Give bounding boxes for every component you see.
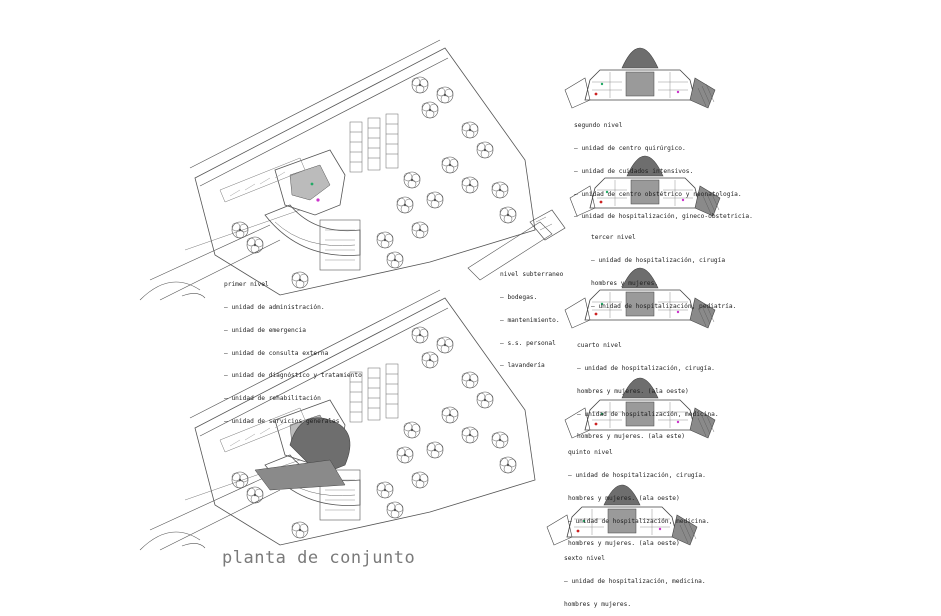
note-title: segundo nivel <box>574 122 623 130</box>
note-title: primer nivel <box>224 281 269 289</box>
note-line: — unidad de centro obstétrico y neonatol… <box>574 190 742 198</box>
note-line: — unidad de hospitalización, cirugía <box>591 256 726 264</box>
note-line: hombres y mujeres. <box>564 600 632 608</box>
note-tercer-nivel: tercer nivel — unidad de hospitalización… <box>591 219 736 318</box>
note-line: — unidad de hospitalización, cirugía. <box>568 471 706 479</box>
note-line: hombres y mujeres. (ala oeste) <box>577 387 689 395</box>
note-line: — unidad de hospitalización, cirugía. <box>577 364 715 372</box>
note-line: — unidad de hospitalización, gineco-obst… <box>574 213 753 221</box>
note-line: — unidad de diagnóstico y tratamiento <box>224 372 362 380</box>
note-title: tercer nivel <box>591 234 636 242</box>
note-line: hombres y mujeres. (ala oeste) <box>568 494 680 502</box>
note-line: — mantenimiento. <box>500 316 560 324</box>
site-plan-first-level <box>140 40 535 300</box>
note-sexto-nivel: sexto nivel — unidad de hospitalización,… <box>564 540 706 616</box>
note-line: — s.s. personal <box>500 339 556 347</box>
note-title: sexto nivel <box>564 555 605 563</box>
note-line: — unidad de hospitalización, medicina. <box>564 577 706 585</box>
note-line: — unidad de hospitalización, medicina. <box>577 410 719 418</box>
note-line: hombres y mujeres. <box>591 279 659 287</box>
note-nivel-subterraneo: nivel subterraneo — bodegas. — mantenimi… <box>500 256 563 378</box>
note-line: hombres y mujeres. (ala oeste) <box>568 540 680 548</box>
note-line: — unidad de administración. <box>224 303 325 311</box>
note-cuarto-nivel: cuarto nivel — unidad de hospitalización… <box>577 327 719 449</box>
note-line: — unidad de rehabilitación <box>224 395 321 403</box>
note-line: — unidad de hospitalización, pediatría. <box>591 302 737 310</box>
drawing-sheet <box>0 0 721 598</box>
note-title: nivel subterraneo <box>500 271 564 279</box>
note-line: hombres y mujeres. (ala este) <box>577 433 686 441</box>
note-line: — unidad de cuidados intensivos. <box>574 167 694 175</box>
note-line: — unidad de centro quirúrgico. <box>574 144 686 152</box>
basement-plan <box>467 209 566 281</box>
note-line: — unidad de hospitalización, medicina. <box>568 517 710 525</box>
note-line: — bodegas. <box>500 293 538 301</box>
floor-plan-second-level <box>564 47 716 109</box>
note-line: — unidad de servicios generales <box>224 417 340 425</box>
note-title: cuarto nivel <box>577 342 622 350</box>
site-plan-overall <box>140 290 535 550</box>
note-title: quinto nivel <box>568 449 613 457</box>
note-segundo-nivel: segundo nivel — unidad de centro quirúrg… <box>574 107 753 229</box>
note-line: — unidad de consulta externa <box>224 349 329 357</box>
note-primer-nivel: primer nivel — unidad de administración.… <box>224 266 362 433</box>
note-line: — lavandería <box>500 362 545 370</box>
sheet-title: planta de conjunto <box>222 548 416 568</box>
note-line: — unidad de emergencia <box>224 326 306 334</box>
note-quinto-nivel: quinto nivel — unidad de hospitalización… <box>568 434 710 556</box>
